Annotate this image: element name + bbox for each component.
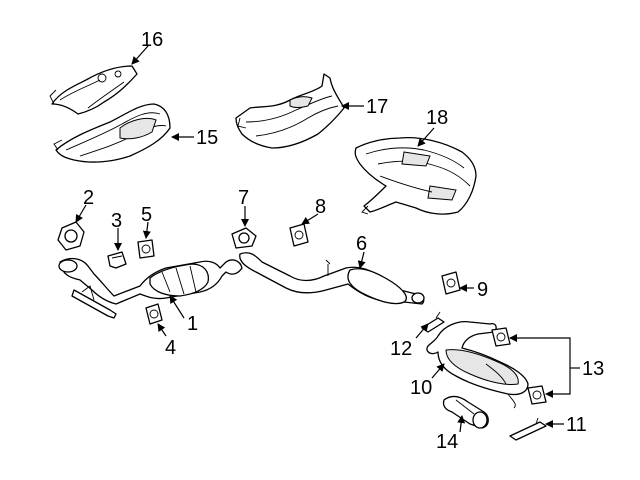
heat-shield-16 <box>49 65 138 115</box>
callout-14: 14 <box>436 431 458 453</box>
callout-11: 11 <box>566 414 587 436</box>
callout-10: 10 <box>410 377 432 399</box>
tail-pipe-14 <box>442 395 489 429</box>
bracket-3 <box>107 251 127 269</box>
leader-lines <box>75 45 580 433</box>
gasket-2 <box>57 221 85 251</box>
hanger-4 <box>145 303 163 325</box>
callout-5: 5 <box>141 204 152 226</box>
callout-17: 17 <box>366 96 388 118</box>
hanger-8 <box>289 223 309 247</box>
callout-18: 18 <box>426 107 448 129</box>
callout-12: 12 <box>390 338 412 360</box>
muffler-10 <box>426 320 529 409</box>
heat-shield-17 <box>235 73 345 149</box>
heat-shield-15 <box>53 103 171 163</box>
catalytic-converter-1 <box>58 257 243 319</box>
callout-1: 1 <box>187 313 198 335</box>
insulator-13b <box>527 385 547 405</box>
callout-9: 9 <box>477 279 488 301</box>
bracket-11 <box>509 417 547 441</box>
insulator-13a <box>491 327 511 347</box>
callout-2: 2 <box>83 187 94 209</box>
callout-8: 8 <box>315 196 326 218</box>
heat-shield-18 <box>354 136 477 215</box>
bracket-12 <box>421 311 445 333</box>
callout-7: 7 <box>238 187 249 209</box>
callout-16: 16 <box>141 29 163 51</box>
callout-4: 4 <box>165 337 176 359</box>
hanger-9 <box>441 271 461 295</box>
callout-3: 3 <box>111 210 122 232</box>
insulator-5 <box>137 239 155 259</box>
center-pipe-6 <box>239 252 425 305</box>
callout-13: 13 <box>582 358 604 380</box>
callout-15: 15 <box>196 127 218 149</box>
callout-6: 6 <box>356 233 367 255</box>
gasket-7 <box>231 227 257 249</box>
